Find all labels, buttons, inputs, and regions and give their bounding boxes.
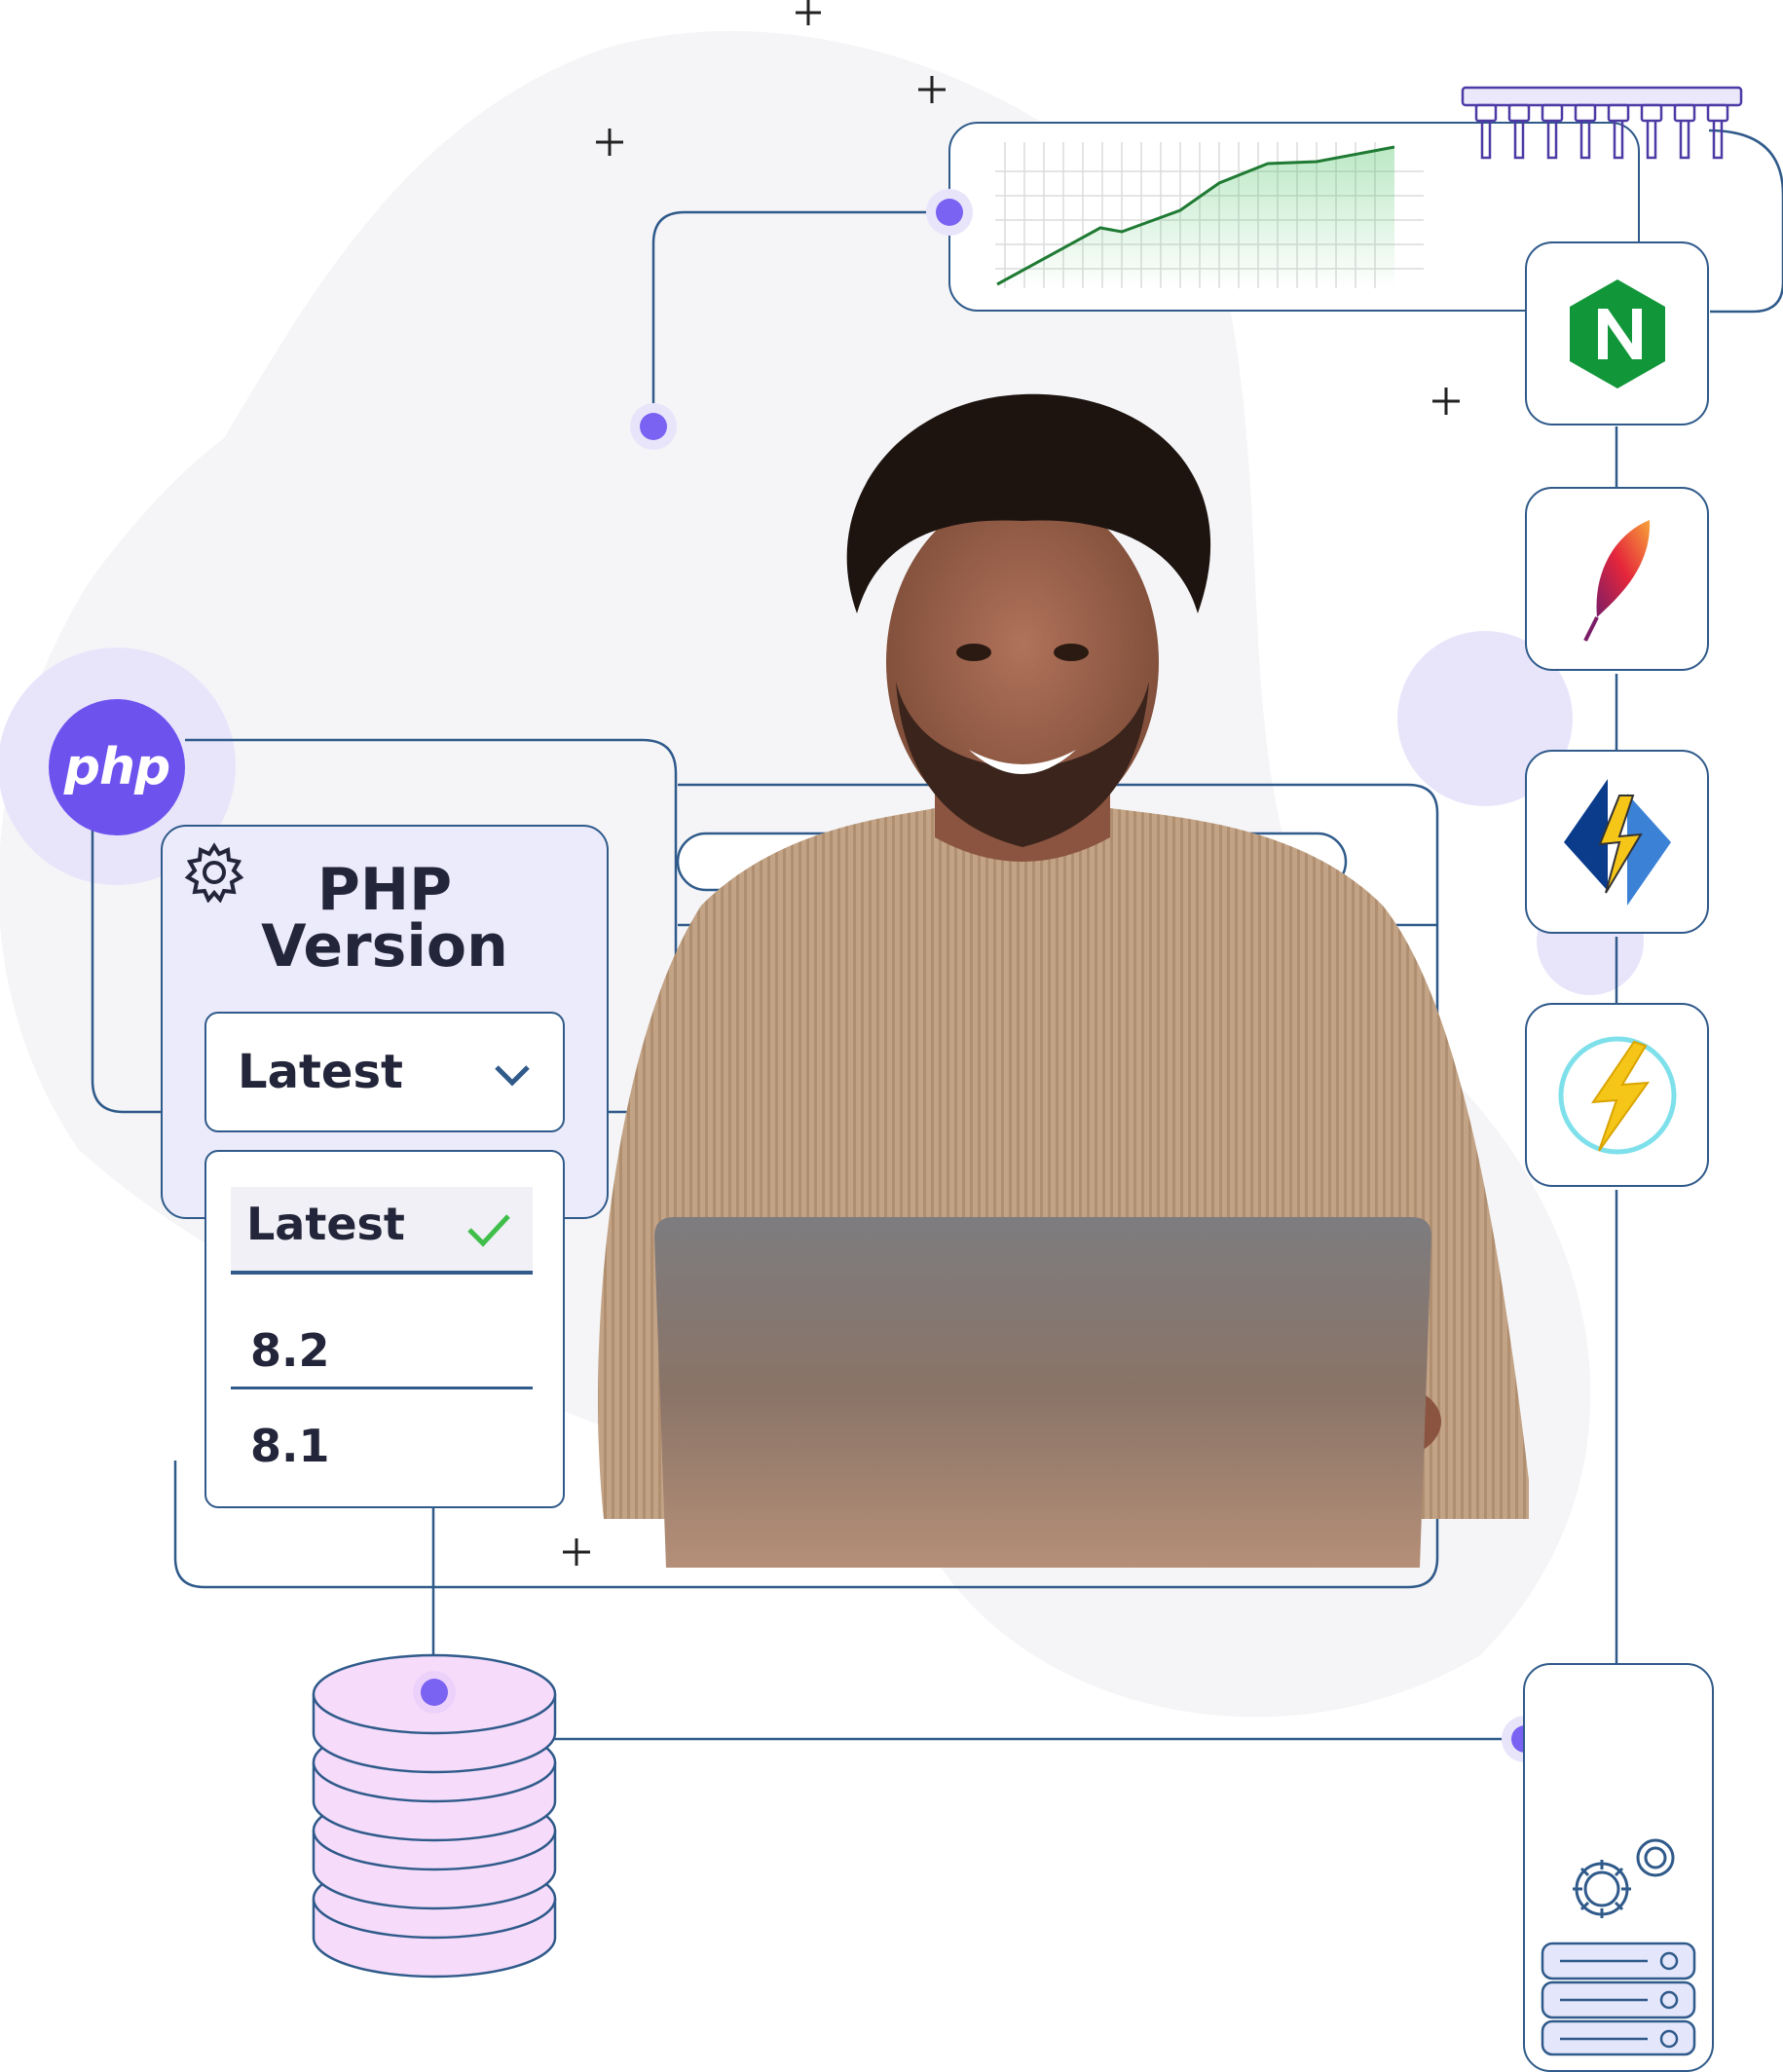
php-logo-badge: php (49, 699, 185, 835)
nginx-tile (1525, 241, 1709, 426)
plus-marks (563, 0, 1460, 1566)
chart-line (996, 145, 1395, 286)
litespeed-logo-icon (1563, 778, 1671, 906)
litespeed-tile (1525, 750, 1709, 934)
php-version-dropdown: Latest 8.2 8.1 (204, 1150, 565, 1508)
database-icon (312, 1653, 557, 1979)
option-label: 8.2 (250, 1324, 330, 1377)
php-version-option-latest[interactable]: Latest (231, 1187, 533, 1275)
nginx-logo-icon (1569, 278, 1665, 388)
connector-top-left (651, 210, 949, 426)
php-version-option-8-1[interactable]: 8.1 (231, 1417, 533, 1485)
php-version-select-value: Latest (238, 1045, 403, 1099)
check-icon (467, 1214, 510, 1247)
cache-tile (1525, 1003, 1709, 1187)
server-gears-icon (1573, 1838, 1675, 1918)
option-label: 8.1 (250, 1420, 330, 1472)
lightning-cache-icon (1558, 1036, 1676, 1154)
php-version-title-line2: Version (261, 912, 508, 980)
php-version-title-line1: PHP (316, 856, 453, 924)
apache-tile (1525, 487, 1709, 671)
chevron-down-icon[interactable] (493, 1062, 532, 1088)
server-rack-icon (1541, 1942, 1696, 2056)
apache-feather-icon (1582, 519, 1650, 642)
php-version-option-8-2[interactable]: 8.2 (231, 1314, 533, 1389)
php-version-select[interactable]: Latest (204, 1012, 565, 1132)
option-label: Latest (246, 1198, 405, 1250)
person-photo (598, 393, 1529, 1568)
browser-frame (173, 783, 1439, 1589)
gear-icon[interactable] (184, 842, 244, 903)
ram-module-icon (1461, 86, 1743, 160)
growth-chart (995, 142, 1424, 288)
php-logo-text: php (63, 738, 170, 796)
